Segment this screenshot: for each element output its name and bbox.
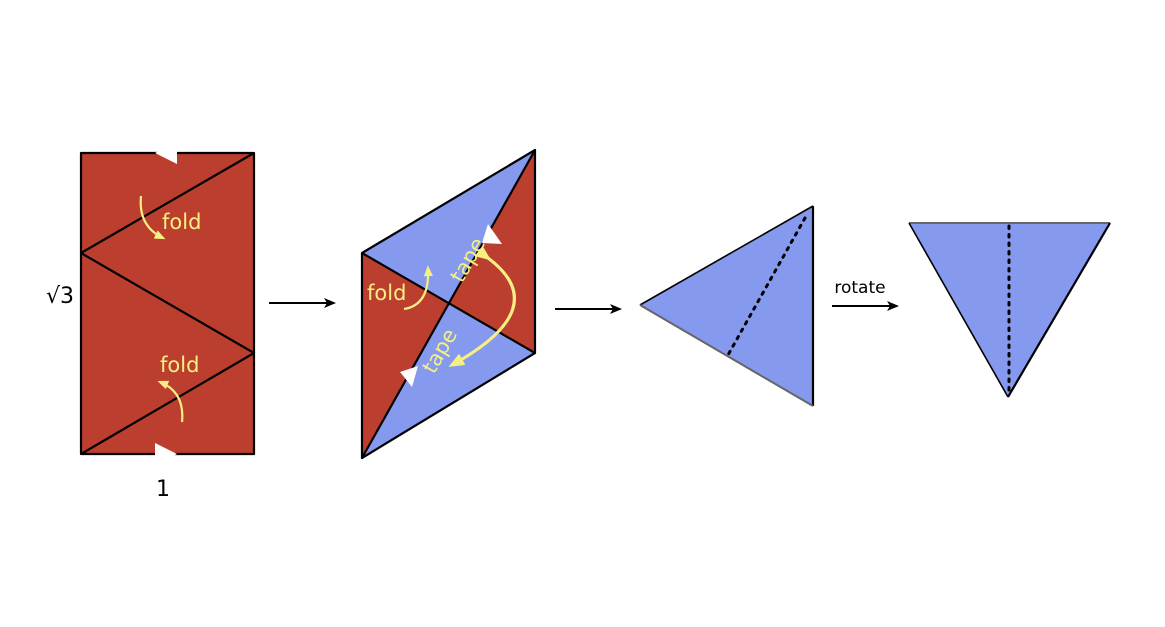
step-1-rectangle: fold fold √3 1	[46, 142, 256, 502]
fold-lines	[79, 152, 256, 455]
step-4-rotated-triangle	[908, 222, 1111, 398]
triangle-edge	[639, 205, 814, 306]
fold-arrow-icon	[403, 265, 433, 311]
folded-triangle	[640, 206, 813, 406]
fold-label-bottom: fold	[160, 353, 199, 377]
white-triangle-icon	[482, 224, 502, 244]
white-triangle-icon	[155, 142, 177, 164]
parallelogram-outline	[360, 148, 537, 460]
step-2-parallelogram: fold tape tape	[360, 148, 537, 460]
rotate-label: rotate	[834, 278, 885, 298]
fold-arrow-icon	[157, 380, 184, 423]
back-face	[362, 303, 535, 458]
step-3-triangle	[639, 205, 815, 407]
fold-arrow-icon	[139, 195, 166, 240]
white-triangle-icon	[400, 366, 418, 387]
fold-label-top: fold	[162, 210, 201, 234]
side-length-one: 1	[156, 477, 170, 502]
back-face	[362, 150, 535, 303]
side-length-sqrt3: √3	[46, 284, 74, 309]
triangle-edge	[639, 304, 814, 407]
tape-arrow-icon	[448, 245, 516, 367]
fold-label-middle: fold	[367, 281, 406, 305]
triangle-edge	[1007, 222, 1111, 398]
triangle-edge	[908, 222, 1009, 398]
seam-dotted-line	[726, 216, 807, 357]
fold-line	[361, 149, 536, 459]
white-triangle-icon	[155, 443, 177, 465]
